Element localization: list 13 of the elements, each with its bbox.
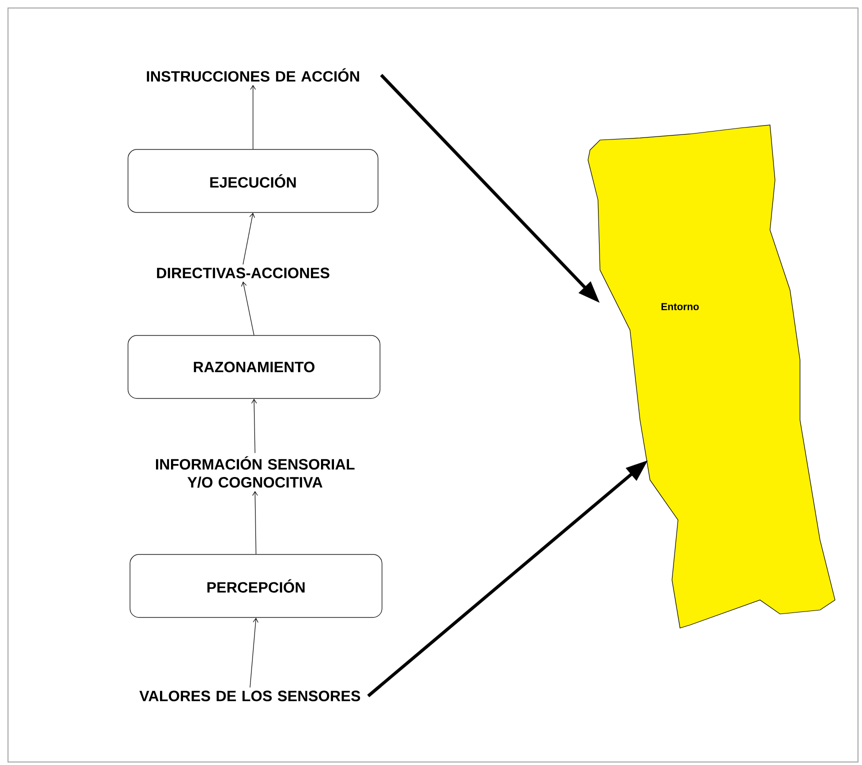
process-box: EJECUCIÓN: [128, 149, 378, 213]
arrow: [252, 490, 258, 554]
arrow: [251, 398, 257, 454]
flow-label: INSTRUCCIONES DE ACCIÓN: [146, 68, 360, 82]
flow-label: INFORMACIÓN SENSORIAL Y/O COGNOCITIVA: [156, 456, 355, 488]
flow-label: VALORES DE LOS SENSORES: [139, 690, 360, 702]
arrow: [241, 282, 254, 336]
flow-label: DIRECTIVAS-ACCIONES: [157, 268, 330, 278]
arrow: [250, 618, 258, 688]
process-box: RAZONAMIENTO: [128, 335, 380, 399]
process-box: PERCEPCIÓN: [130, 554, 382, 618]
arrow: [250, 84, 256, 150]
arrow: [242, 212, 255, 265]
